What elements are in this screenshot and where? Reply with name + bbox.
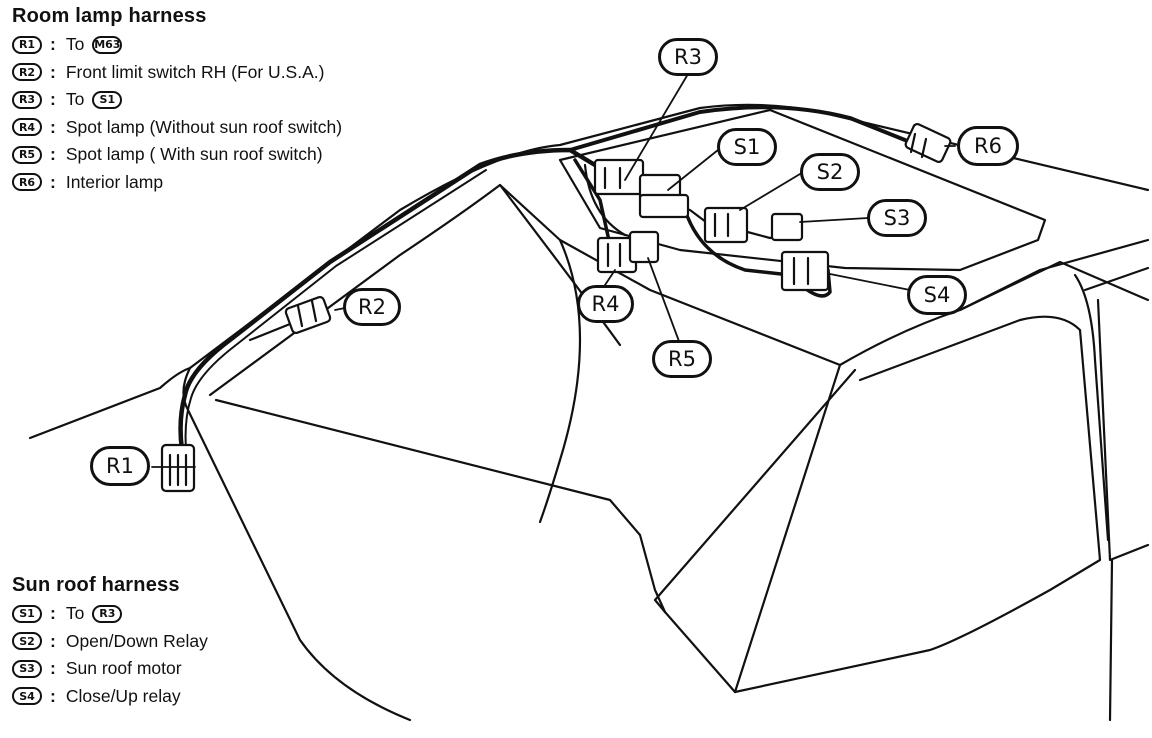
room-lamp-legend: Room lamp harness R1 : To M63 R2 : Front… (12, 5, 342, 196)
callout-s4: S4 (907, 275, 967, 315)
legend-text: Close/Up relay (65, 685, 181, 706)
connector-r2 (284, 295, 332, 335)
callout-r6: R6 (957, 126, 1019, 166)
callout-r4: R4 (577, 285, 634, 323)
callout-s2: S2 (800, 153, 860, 191)
harness-wires (178, 105, 927, 453)
connector-r4-r5 (596, 230, 660, 274)
legend-row-r4: R4 : Spot lamp (Without sun roof switch) (12, 114, 342, 142)
code-chip: R6 (12, 173, 42, 192)
separator: : (50, 89, 56, 110)
separator: : (50, 603, 56, 624)
code-chip: S2 (12, 632, 42, 651)
code-chip: R3 (12, 90, 42, 109)
legend-row-s1: S1 : To R3 (12, 600, 208, 628)
legend-row-s2: S2 : Open/Down Relay (12, 628, 208, 656)
code-chip: R5 (12, 145, 42, 164)
legend-row-r2: R2 : Front limit switch RH (For U.S.A.) (12, 59, 342, 87)
sun-roof-legend: Sun roof harness S1 : To R3 S2 : Open/Do… (12, 574, 208, 710)
legend-row-r5: R5 : Spot lamp ( With sun roof switch) (12, 141, 342, 169)
separator: : (50, 144, 56, 165)
code-chip: S3 (12, 659, 42, 678)
code-chip: R1 (12, 35, 42, 54)
separator: : (50, 61, 56, 82)
legend-text: Spot lamp (Without sun roof switch) (65, 116, 343, 137)
legend-text: Spot lamp ( With sun roof switch) (65, 144, 323, 165)
callout-r2: R2 (343, 288, 401, 326)
callout-r5: R5 (652, 340, 712, 378)
code-chip: R2 (12, 63, 42, 82)
legend-text: To (65, 34, 85, 55)
body-outline (28, 103, 1150, 722)
connector-s4 (780, 250, 830, 292)
legend-text: To (65, 603, 85, 624)
ref-chip: M63 (92, 35, 123, 54)
legend-row-r3: R3 : To S1 (12, 86, 342, 114)
separator: : (50, 34, 56, 55)
code-chip: R4 (12, 118, 42, 137)
code-chip: S4 (12, 687, 42, 706)
separator: : (50, 685, 56, 706)
legend-text: Front limit switch RH (For U.S.A.) (65, 61, 325, 82)
legend-row-r1: R1 : To M63 (12, 31, 342, 59)
connector-s2 (703, 206, 749, 244)
callout-s1: S1 (717, 128, 777, 166)
separator: : (50, 658, 56, 679)
ref-chip: S1 (92, 90, 123, 109)
connector-r6 (904, 122, 952, 164)
legend-text: Open/Down Relay (65, 630, 208, 651)
leader-lines (151, 73, 956, 468)
code-chip: S1 (12, 604, 42, 623)
connector-r1 (160, 443, 196, 493)
legend-text: Sun roof motor (65, 658, 182, 679)
legend-text: To (65, 89, 85, 110)
legend-row-r6: R6 : Interior lamp (12, 169, 342, 197)
room-lamp-title: Room lamp harness (12, 5, 207, 27)
ref-chip: R3 (92, 604, 123, 623)
callout-r1: R1 (90, 446, 150, 486)
callout-r3: R3 (658, 38, 718, 76)
connector-s3 (770, 212, 804, 242)
callout-s3: S3 (867, 199, 927, 237)
legend-text: Interior lamp (65, 171, 164, 192)
sun-roof-title: Sun roof harness (12, 574, 180, 596)
legend-row-s3: S3 : Sun roof motor (12, 655, 208, 683)
separator: : (50, 630, 56, 651)
connector-s1 (638, 193, 690, 219)
separator: : (50, 171, 56, 192)
legend-row-s4: S4 : Close/Up relay (12, 683, 208, 711)
separator: : (50, 116, 56, 137)
